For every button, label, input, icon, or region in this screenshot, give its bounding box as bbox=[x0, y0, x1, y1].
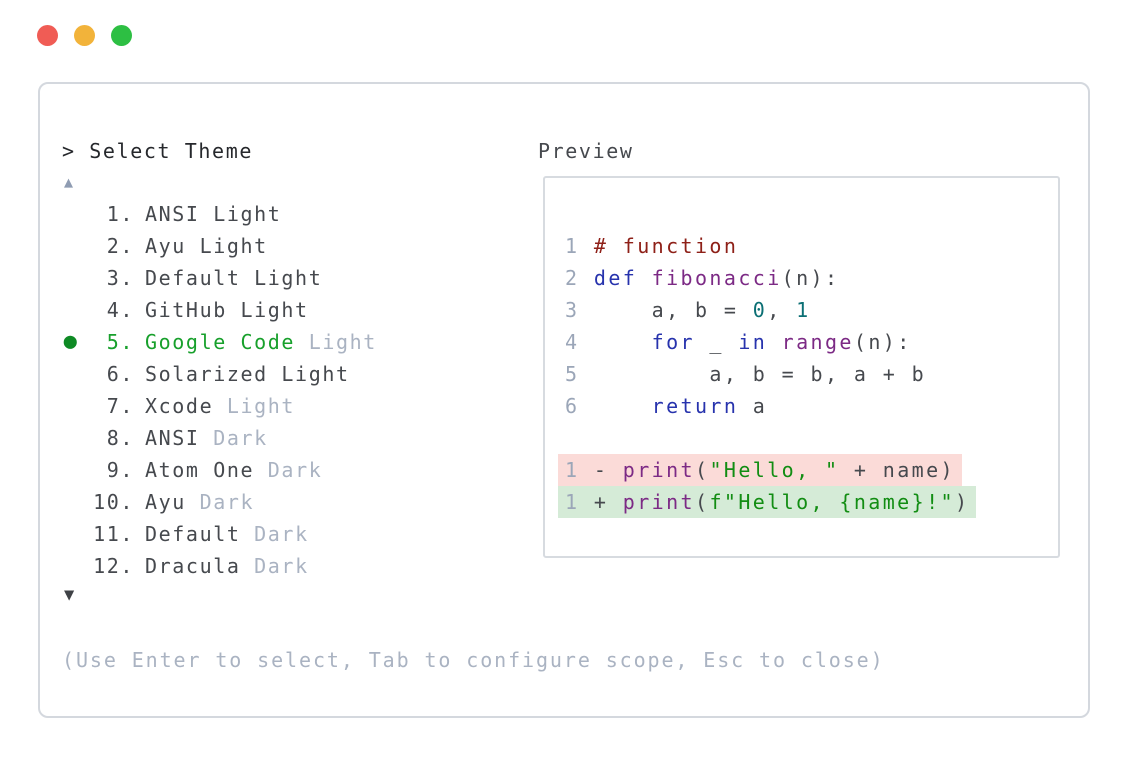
theme-list-item[interactable]: 1. ANSI Light bbox=[40, 198, 520, 230]
theme-variant-label: Dark bbox=[254, 554, 309, 578]
prompt-select-theme: > Select Theme bbox=[62, 139, 253, 163]
theme-name: Ayu Light bbox=[145, 234, 268, 258]
theme-list-item[interactable]: 3. Default Light bbox=[40, 262, 520, 294]
theme-variant-label: Dark bbox=[267, 458, 323, 482]
selected-indicator-dot: ● bbox=[63, 329, 79, 354]
theme-list-item[interactable]: 9. Atom One Dark bbox=[40, 454, 520, 486]
code-line: 3 a, b = 0, 1 bbox=[565, 298, 811, 322]
preview-box: 1 # function 2 def fibonacci(n): 3 a, b = … bbox=[543, 176, 1060, 558]
theme-list-item[interactable]: 11. Default Dark bbox=[40, 518, 520, 550]
theme-name: Default Light bbox=[145, 266, 323, 290]
zoom-button[interactable] bbox=[111, 25, 132, 46]
theme-name: Xcode Light bbox=[145, 394, 296, 418]
theme-number: 5. bbox=[106, 330, 134, 354]
theme-number: 9. bbox=[106, 458, 134, 482]
theme-variant-label: Dark bbox=[199, 490, 255, 514]
theme-list-item[interactable]: ● 5. Google Code Light bbox=[40, 326, 520, 358]
theme-variant-label: Light bbox=[226, 394, 296, 418]
theme-number: 10. bbox=[93, 490, 134, 514]
theme-list-item[interactable]: 4. GitHub Light bbox=[40, 294, 520, 326]
theme-name: ANSI Dark bbox=[145, 426, 268, 450]
theme-number: 7. bbox=[106, 394, 134, 418]
code-line: 1 # function bbox=[565, 234, 739, 258]
theme-number: 3. bbox=[106, 266, 134, 290]
theme-name: Default Dark bbox=[145, 522, 309, 546]
theme-name: GitHub Light bbox=[145, 298, 309, 322]
theme-name: Dracula Dark bbox=[145, 554, 309, 578]
theme-list: 1. ANSI Light 2. Ayu Light 3. Default Light 4.… bbox=[40, 198, 520, 582]
theme-number: 4. bbox=[106, 298, 134, 322]
theme-name: Solarized Light bbox=[145, 362, 350, 386]
code-line: 2 def fibonacci(n): bbox=[565, 266, 840, 290]
theme-number: 11. bbox=[93, 522, 134, 546]
scroll-down-arrow[interactable]: ▼ bbox=[64, 585, 75, 605]
theme-list-item[interactable]: 6. Solarized Light bbox=[40, 358, 520, 390]
window-controls bbox=[37, 25, 132, 46]
theme-variant-label: Light bbox=[308, 330, 377, 354]
code-line: 4 for _ in range(n): bbox=[565, 330, 912, 354]
theme-number: 6. bbox=[106, 362, 134, 386]
scroll-up-arrow[interactable]: ▲ bbox=[64, 173, 74, 191]
close-button[interactable] bbox=[37, 25, 58, 46]
theme-list-item[interactable]: 12. Dracula Dark bbox=[40, 550, 520, 582]
theme-number: 12. bbox=[93, 554, 134, 578]
preview-label: Preview bbox=[538, 139, 634, 163]
code-block: 1 # function 2 def fibonacci(n): 3 a, b = … bbox=[558, 230, 977, 518]
theme-list-item[interactable]: 8. ANSI Dark bbox=[40, 422, 520, 454]
theme-list-item[interactable]: 7. Xcode Light bbox=[40, 390, 520, 422]
code-line bbox=[565, 422, 976, 454]
theme-variant-label: Dark bbox=[254, 522, 309, 546]
theme-list-item[interactable]: 2. Ayu Light bbox=[40, 230, 520, 262]
diff-removed-line: 1 - print("Hello, " + name) bbox=[558, 454, 976, 486]
theme-name: ANSI Light bbox=[145, 202, 282, 226]
theme-number: 2. bbox=[106, 234, 134, 258]
code-line: 5 a, b = b, a + b bbox=[565, 362, 927, 386]
theme-list-item[interactable]: 10. Ayu Dark bbox=[40, 486, 520, 518]
diff-added-line: 1 + print(f"Hello, {name}!") bbox=[558, 486, 977, 518]
theme-name: Google Code Light bbox=[145, 330, 377, 354]
theme-number: 8. bbox=[106, 426, 134, 450]
footer-hint: (Use Enter to select, Tab to configure s… bbox=[62, 648, 885, 672]
theme-name: Ayu Dark bbox=[145, 490, 255, 514]
theme-variant-label: Dark bbox=[213, 426, 268, 450]
minimize-button[interactable] bbox=[74, 25, 95, 46]
theme-selector-panel: > Select Theme ▲ 1. ANSI Light 2. Ayu Light… bbox=[38, 82, 1090, 718]
code-line: 6 return a bbox=[565, 394, 768, 418]
theme-name: Atom One Dark bbox=[145, 458, 323, 482]
theme-number: 1. bbox=[106, 202, 134, 226]
